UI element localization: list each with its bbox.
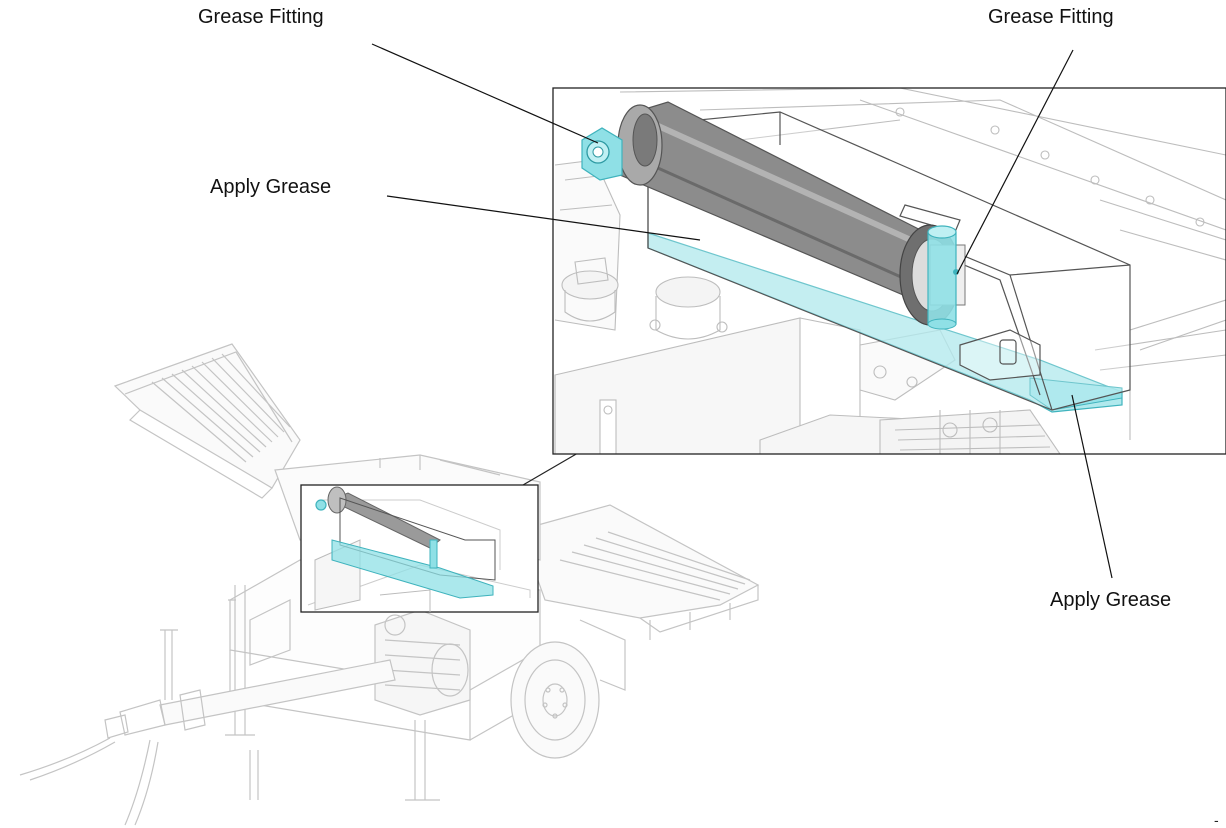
callout-grease-fitting-right: Grease Fitting [988, 6, 1114, 28]
leader-lines [371, 43, 1113, 579]
engine-detail [759, 409, 1061, 454]
cylinder-clevis [581, 127, 623, 181]
callout-grease-fitting-left: Grease Fitting [198, 6, 324, 28]
right-conveyor [519, 504, 760, 640]
overview-inset [300, 484, 539, 613]
detail-view [552, 87, 1226, 455]
page-mark: - [1214, 812, 1219, 828]
filler-cap-right [649, 276, 728, 340]
left-conveyor [113, 343, 301, 499]
inset-link-line [522, 452, 579, 486]
front-leg [225, 585, 255, 736]
trailer-wheel [510, 619, 626, 759]
callout-apply-grease-right: Apply Grease [1050, 589, 1172, 611]
callout-apply-grease-left: Apply Grease [210, 176, 332, 198]
leader-apply-grease-right [1071, 394, 1113, 579]
engine [374, 609, 471, 716]
grease-end-pad [1029, 377, 1123, 411]
leader-apply-grease-left [386, 195, 701, 241]
leader-grease-fitting-left [371, 43, 599, 144]
filler-cap-left [561, 257, 619, 322]
trailer-tongue [19, 629, 396, 826]
hydraulic-tank [554, 317, 861, 454]
pivot-pin-tube [927, 225, 959, 330]
leader-grease-fitting-right [956, 49, 1074, 275]
